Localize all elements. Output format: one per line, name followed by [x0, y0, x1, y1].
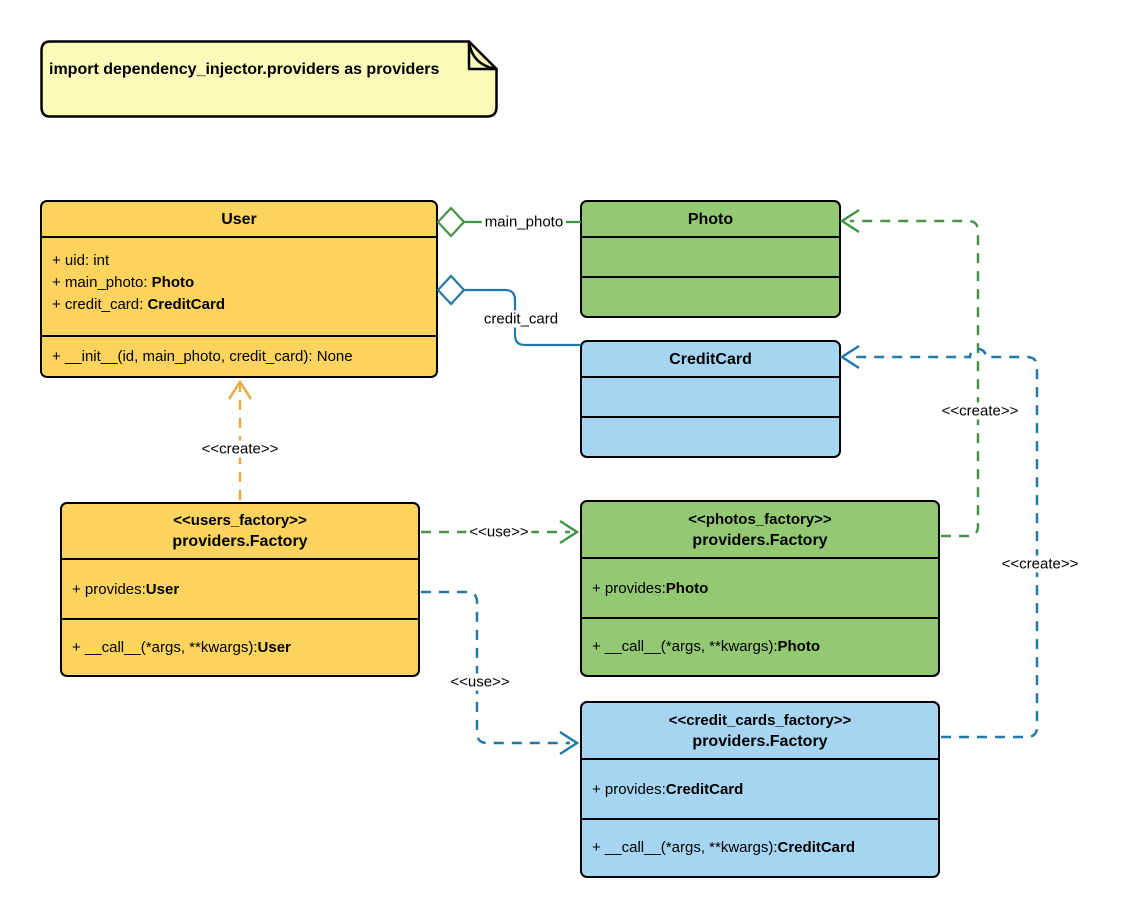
attribute-provides: + provides: CreditCard [582, 758, 938, 818]
aggregation-diamond-credit-card [436, 274, 466, 306]
factory-class-name: providers.Factory [692, 531, 828, 549]
note-text: import dependency_injector.providers as … [49, 61, 440, 78]
class-credit-card-attributes-empty [582, 376, 839, 416]
use-arrow-credit-cards-head [559, 730, 580, 756]
note-body [40, 40, 498, 118]
class-photos-factory: <<photos_factory>> providers.Factory + p… [580, 500, 940, 677]
attribute-provides: + provides: User [62, 558, 418, 618]
method-init: + __init__(id, main_photo, credit_card):… [42, 335, 436, 375]
create-arrow-photo [839, 208, 980, 538]
class-user: User + uid: int + main_photo: Photo + cr… [40, 200, 438, 378]
use-arrow-credit-cards-line [421, 590, 570, 745]
note-shape [40, 40, 498, 118]
note-fold-corner [467, 40, 498, 71]
class-user-title: User [221, 210, 257, 228]
attribute-main-photo: + main_photo: Photo [52, 274, 195, 291]
class-user-attributes: + uid: int + main_photo: Photo + credit_… [42, 236, 436, 335]
class-credit-card-methods-empty [582, 416, 839, 455]
create-arrow-photo-line [850, 219, 980, 538]
class-photo-attributes-empty [582, 236, 839, 276]
edge-label-create-credit-card: <<create>> [998, 555, 1082, 573]
class-credit-cards-factory: <<credit_cards_factory>> providers.Facto… [580, 701, 940, 878]
method-call: + __call__(*args, **kwargs): Photo [582, 617, 938, 674]
edge-label-create-user: <<create>> [198, 440, 282, 458]
stereotype: <<credit_cards_factory>> [668, 711, 852, 729]
class-users-factory: <<users_factory>> providers.Factory + pr… [60, 502, 420, 677]
aggregation-diamond-main-photo [436, 206, 466, 238]
edge-label-main-photo: main_photo [481, 213, 567, 231]
stereotype: <<users_factory>> [173, 512, 307, 529]
factory-class-name: providers.Factory [172, 533, 308, 550]
class-photo: Photo [580, 200, 841, 318]
stereotype: <<photos_factory>> [688, 510, 832, 528]
use-arrow-photos-head [559, 519, 580, 545]
create-arrow-user-head [227, 379, 253, 400]
edge-label-create-photo: <<create>> [938, 402, 1022, 420]
attribute-uid: + uid: int [52, 252, 110, 269]
class-credit-card: CreditCard [580, 340, 841, 458]
attribute-credit-card: + credit_card: CreditCard [52, 296, 225, 313]
edge-label-use-credit-cards: <<use>> [447, 673, 513, 691]
class-credit-card-title: CreditCard [669, 350, 752, 368]
class-photo-title: Photo [687, 210, 734, 228]
attribute-provides: + provides: Photo [582, 557, 938, 617]
edge-label-credit-card: credit_card [480, 310, 562, 328]
class-users-factory-title: <<users_factory>> providers.Factory [62, 504, 418, 558]
factory-class-name: providers.Factory [692, 732, 828, 750]
class-photos-factory-title: <<photos_factory>> providers.Factory [582, 502, 938, 557]
method-call: + __call__(*args, **kwargs): CreditCard [582, 818, 938, 875]
method-call: + __call__(*args, **kwargs): User [62, 618, 418, 674]
class-credit-cards-factory-title: <<credit_cards_factory>> providers.Facto… [582, 703, 938, 758]
create-arrow-credit-card-head [839, 344, 860, 370]
create-arrow-photo-head [839, 208, 860, 234]
edge-label-use-photos: <<use>> [466, 523, 532, 541]
note: import dependency_injector.providers as … [40, 40, 498, 118]
class-photo-methods-empty [582, 276, 839, 315]
